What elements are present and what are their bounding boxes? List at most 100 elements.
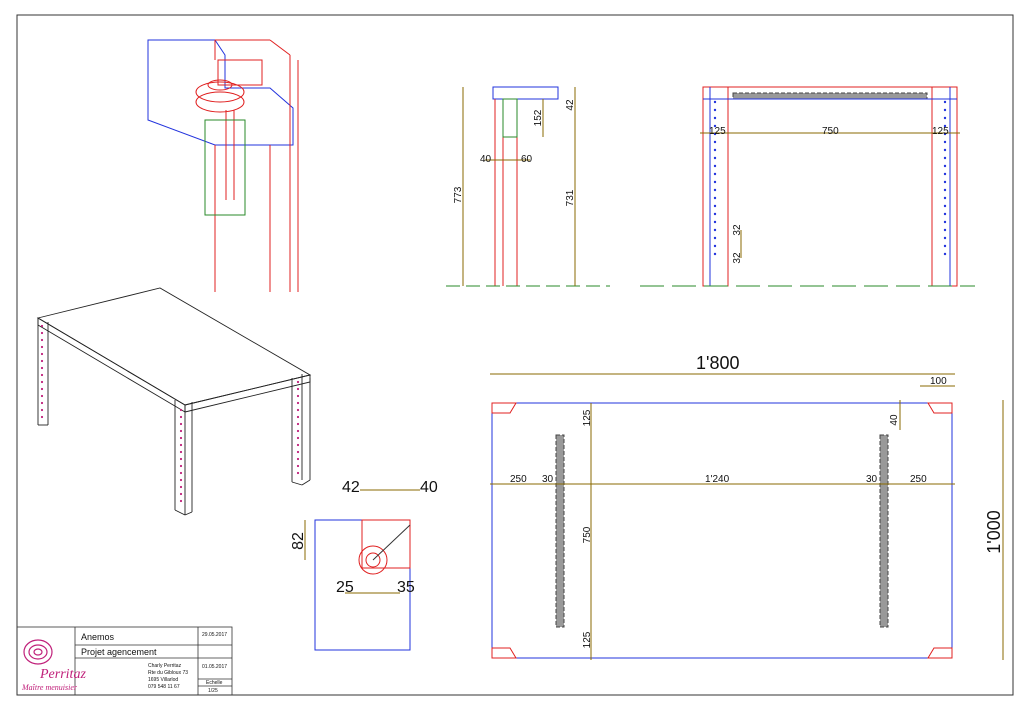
hole-dot (40, 338, 44, 342)
hole-dot (296, 394, 300, 398)
hole-dot (943, 132, 947, 136)
date-2: 01.05.2017 (202, 664, 227, 670)
dim-42-detail: 42 (342, 479, 360, 496)
hole-dot (943, 196, 947, 200)
hole-dot (296, 422, 300, 426)
hole-dot (943, 172, 947, 176)
hole-dot (943, 116, 947, 120)
hole-dot (713, 204, 717, 208)
hole-dot (713, 172, 717, 176)
hole-dot (296, 429, 300, 433)
hole-dot (713, 252, 717, 256)
hole-dot (40, 345, 44, 349)
dim-750-front: 750 (822, 126, 839, 137)
hole-dot (296, 380, 300, 384)
author-phone: 079 548 11 67 (148, 684, 180, 690)
dim-1800: 1'800 (696, 353, 739, 373)
hole-dot (943, 204, 947, 208)
hole-dot (713, 148, 717, 152)
hole-dot (296, 408, 300, 412)
hole-dot (179, 499, 183, 503)
logo-name: Perritaz (39, 667, 86, 682)
hole-dot (296, 471, 300, 475)
hole-dot (296, 387, 300, 391)
hole-dot (713, 108, 717, 112)
dim-32-a: 32 (732, 224, 743, 236)
hole-dot (713, 100, 717, 104)
table-isometric (36, 287, 312, 516)
hole-dot (713, 116, 717, 120)
hole-dot (179, 478, 183, 482)
scale-label: Echelle (206, 680, 223, 686)
title-block (16, 626, 233, 696)
hole-dot (40, 324, 44, 328)
dim-35-detail: 35 (397, 579, 415, 596)
dim-1000: 1'000 (984, 510, 1004, 553)
hole-dot (713, 236, 717, 240)
dim-42-side: 42 (565, 99, 576, 111)
dim-32-b: 32 (732, 252, 743, 264)
hole-dot (296, 450, 300, 454)
hole-dot (943, 108, 947, 112)
hole-dot (943, 228, 947, 232)
hole-dot (296, 464, 300, 468)
dim-100: 100 (930, 376, 947, 387)
date-1: 29.05.2017 (202, 632, 227, 638)
hole-dot (40, 373, 44, 377)
hole-dot (40, 366, 44, 370)
dim-125-plan-bottom: 125 (582, 631, 593, 648)
hole-dot (179, 464, 183, 468)
logo-spiral-icon (23, 639, 53, 665)
dim-750-plan: 750 (582, 526, 593, 543)
front-holes (713, 100, 947, 256)
dim-1240: 1'240 (705, 474, 730, 485)
hole-dot (179, 492, 183, 496)
hole-dot (179, 471, 183, 475)
hole-dot (40, 387, 44, 391)
hole-dot (40, 380, 44, 384)
hole-dot (713, 140, 717, 144)
hole-dot (943, 236, 947, 240)
hole-dot (40, 394, 44, 398)
hole-dot (40, 331, 44, 335)
dim-30-right: 30 (866, 474, 878, 485)
scale-value: 1/25 (208, 688, 218, 694)
hole-dot (179, 429, 183, 433)
hole-dot (943, 252, 947, 256)
hole-dot (943, 220, 947, 224)
hole-dot (713, 164, 717, 168)
hole-dot (713, 156, 717, 160)
hole-dot (713, 132, 717, 136)
hole-dot (713, 196, 717, 200)
dim-82-detail: 82 (290, 532, 307, 550)
front-elevation (640, 86, 975, 287)
hole-dot (713, 244, 717, 248)
hole-dot (296, 457, 300, 461)
hole-dot (179, 485, 183, 489)
dim-30-left: 30 (542, 474, 554, 485)
dim-125-front-left: 125 (709, 126, 726, 137)
dim-250-left: 250 (510, 474, 527, 485)
hole-dot (943, 188, 947, 192)
dim-773: 773 (453, 186, 464, 203)
author-name: Charly Perritaz (148, 663, 182, 669)
hole-dot (713, 212, 717, 216)
dim-40-side: 40 (480, 154, 492, 165)
hole-dot (943, 164, 947, 168)
hole-dot (40, 359, 44, 363)
hole-dot (713, 228, 717, 232)
hole-dot (179, 422, 183, 426)
dim-152: 152 (533, 109, 544, 126)
hole-dot (296, 401, 300, 405)
hole-dot (943, 212, 947, 216)
author-city: 1695 Villarlod (148, 677, 178, 683)
hole-dot (179, 443, 183, 447)
hole-dot (296, 443, 300, 447)
hole-dot (713, 124, 717, 128)
hole-dot (296, 436, 300, 440)
hole-dot (713, 220, 717, 224)
hole-dot (296, 415, 300, 419)
dim-25-detail: 25 (336, 579, 354, 596)
hole-dot (943, 244, 947, 248)
